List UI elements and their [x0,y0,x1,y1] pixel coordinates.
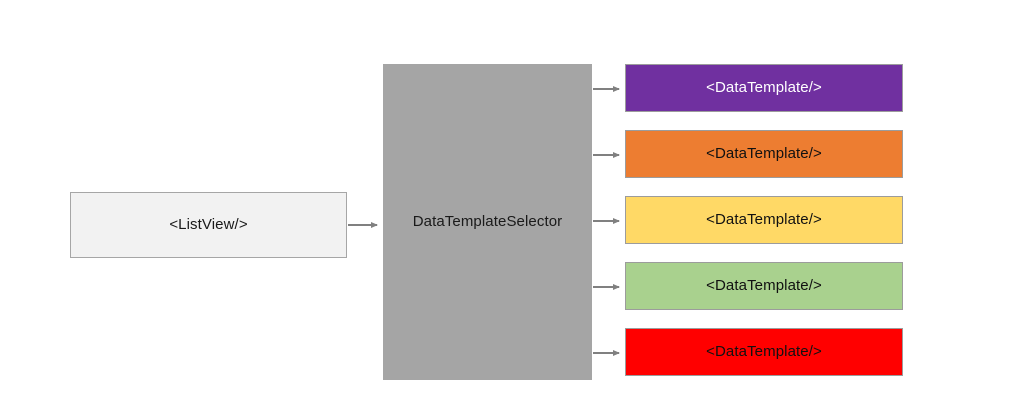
datatemplate-node-1[interactable]: <DataTemplate/> [625,64,903,112]
datatemplateselector-node[interactable]: DataTemplateSelector [383,64,592,380]
datatemplate-node-3[interactable]: <DataTemplate/> [625,196,903,244]
datatemplate-node-2[interactable]: <DataTemplate/> [625,130,903,178]
datatemplate-node-4[interactable]: <DataTemplate/> [625,262,903,310]
datatemplate-node-5[interactable]: <DataTemplate/> [625,328,903,376]
listview-node[interactable]: <ListView/> [70,192,347,258]
